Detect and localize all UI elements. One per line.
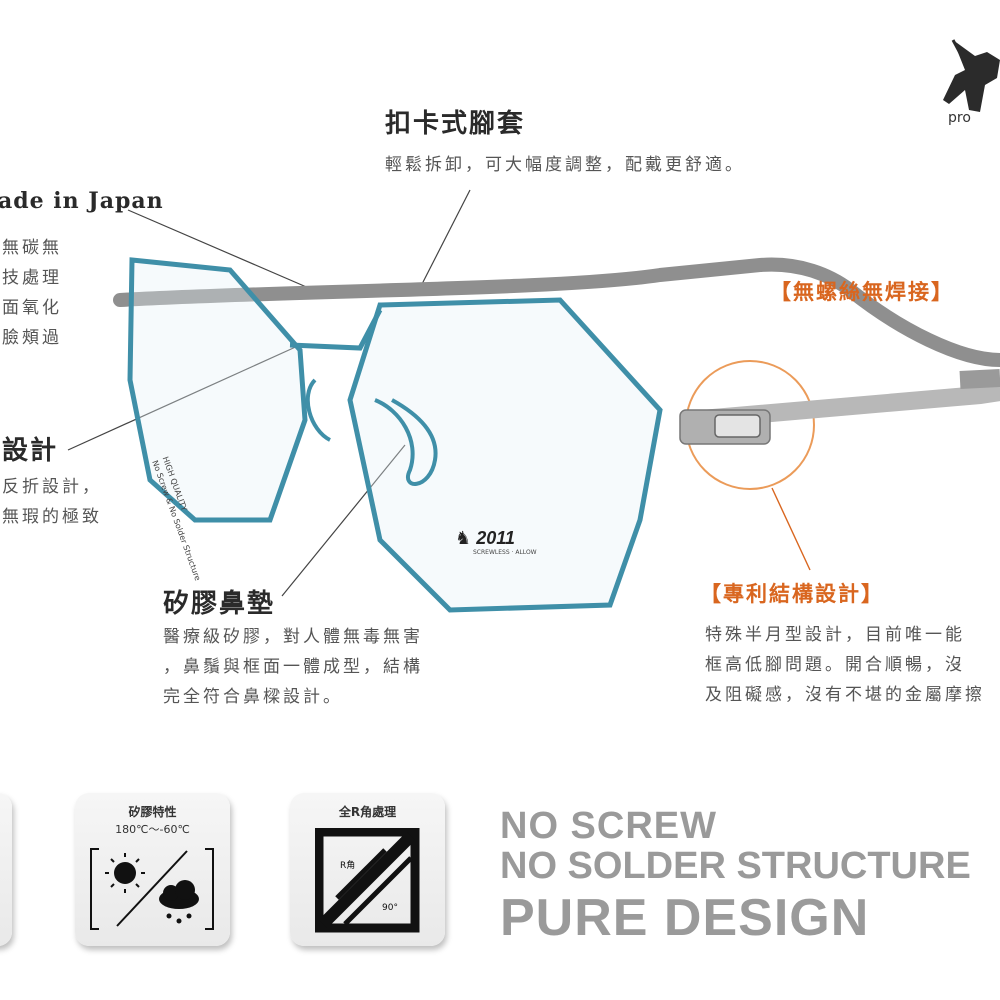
design-title: 設計 [2, 436, 59, 466]
r-corner-badge: 全R角處理 R角 90° [290, 793, 445, 946]
patent-title: 【專利結構設計】 [700, 582, 884, 606]
slogan-line-2: NO SOLDER STRUCTURE [500, 845, 971, 887]
logo-text: pro [948, 110, 971, 126]
nose-pad-title: 矽膠鼻墊 [163, 589, 276, 619]
design-desc: 反折設計， 無瑕的極致 [2, 477, 102, 527]
slogan-line-3: PURE DESIGN [500, 889, 870, 947]
r-corner-badge-title: 全R角處理 [338, 805, 397, 819]
made-in-japan-title: ade in Japan [0, 188, 164, 214]
temple-tip-title: 扣卡式腳套 [385, 109, 526, 139]
patent-desc: 特殊半月型設計，目前唯一能 框高低腳問題。開合順暢，沒 及阻礙感，沒有不堪的金屬… [705, 625, 985, 705]
temple-tip-desc: 輕鬆拆卸，可大幅度調整，配戴更舒適。 [385, 155, 745, 175]
silicone-badge-title: 矽膠特性 [128, 805, 177, 819]
unicorn-small-icon: ♞ [455, 528, 472, 549]
brand-logo: pro [935, 30, 1000, 130]
partial-badge [0, 793, 12, 946]
nose-pad-desc: 醫療級矽膠，對人體無毒無害 ，鼻鬚與框面一體成型，結構 完全符合鼻樑設計。 [163, 627, 423, 707]
r-corner-icon [315, 828, 420, 933]
no-screw-title: 【無螺絲無焊接】 [770, 280, 954, 304]
r-corner-label: R角 [340, 861, 356, 871]
angle-label: 90° [382, 903, 398, 913]
made-in-japan-desc: 無碳無 技處理 面氧化 臉頰過 [2, 238, 62, 348]
slogan-line-1: NO SCREW [500, 805, 717, 847]
silicone-badge: 矽膠特性 180℃～-60℃ [75, 793, 230, 946]
frame-brand-mark: ♞ 2011 SCREWLESS · ALLOW [455, 528, 537, 556]
sun-rain-icon [90, 848, 214, 930]
unicorn-icon [943, 39, 1000, 112]
silicone-badge-temp: 180℃～-60℃ [115, 823, 190, 836]
